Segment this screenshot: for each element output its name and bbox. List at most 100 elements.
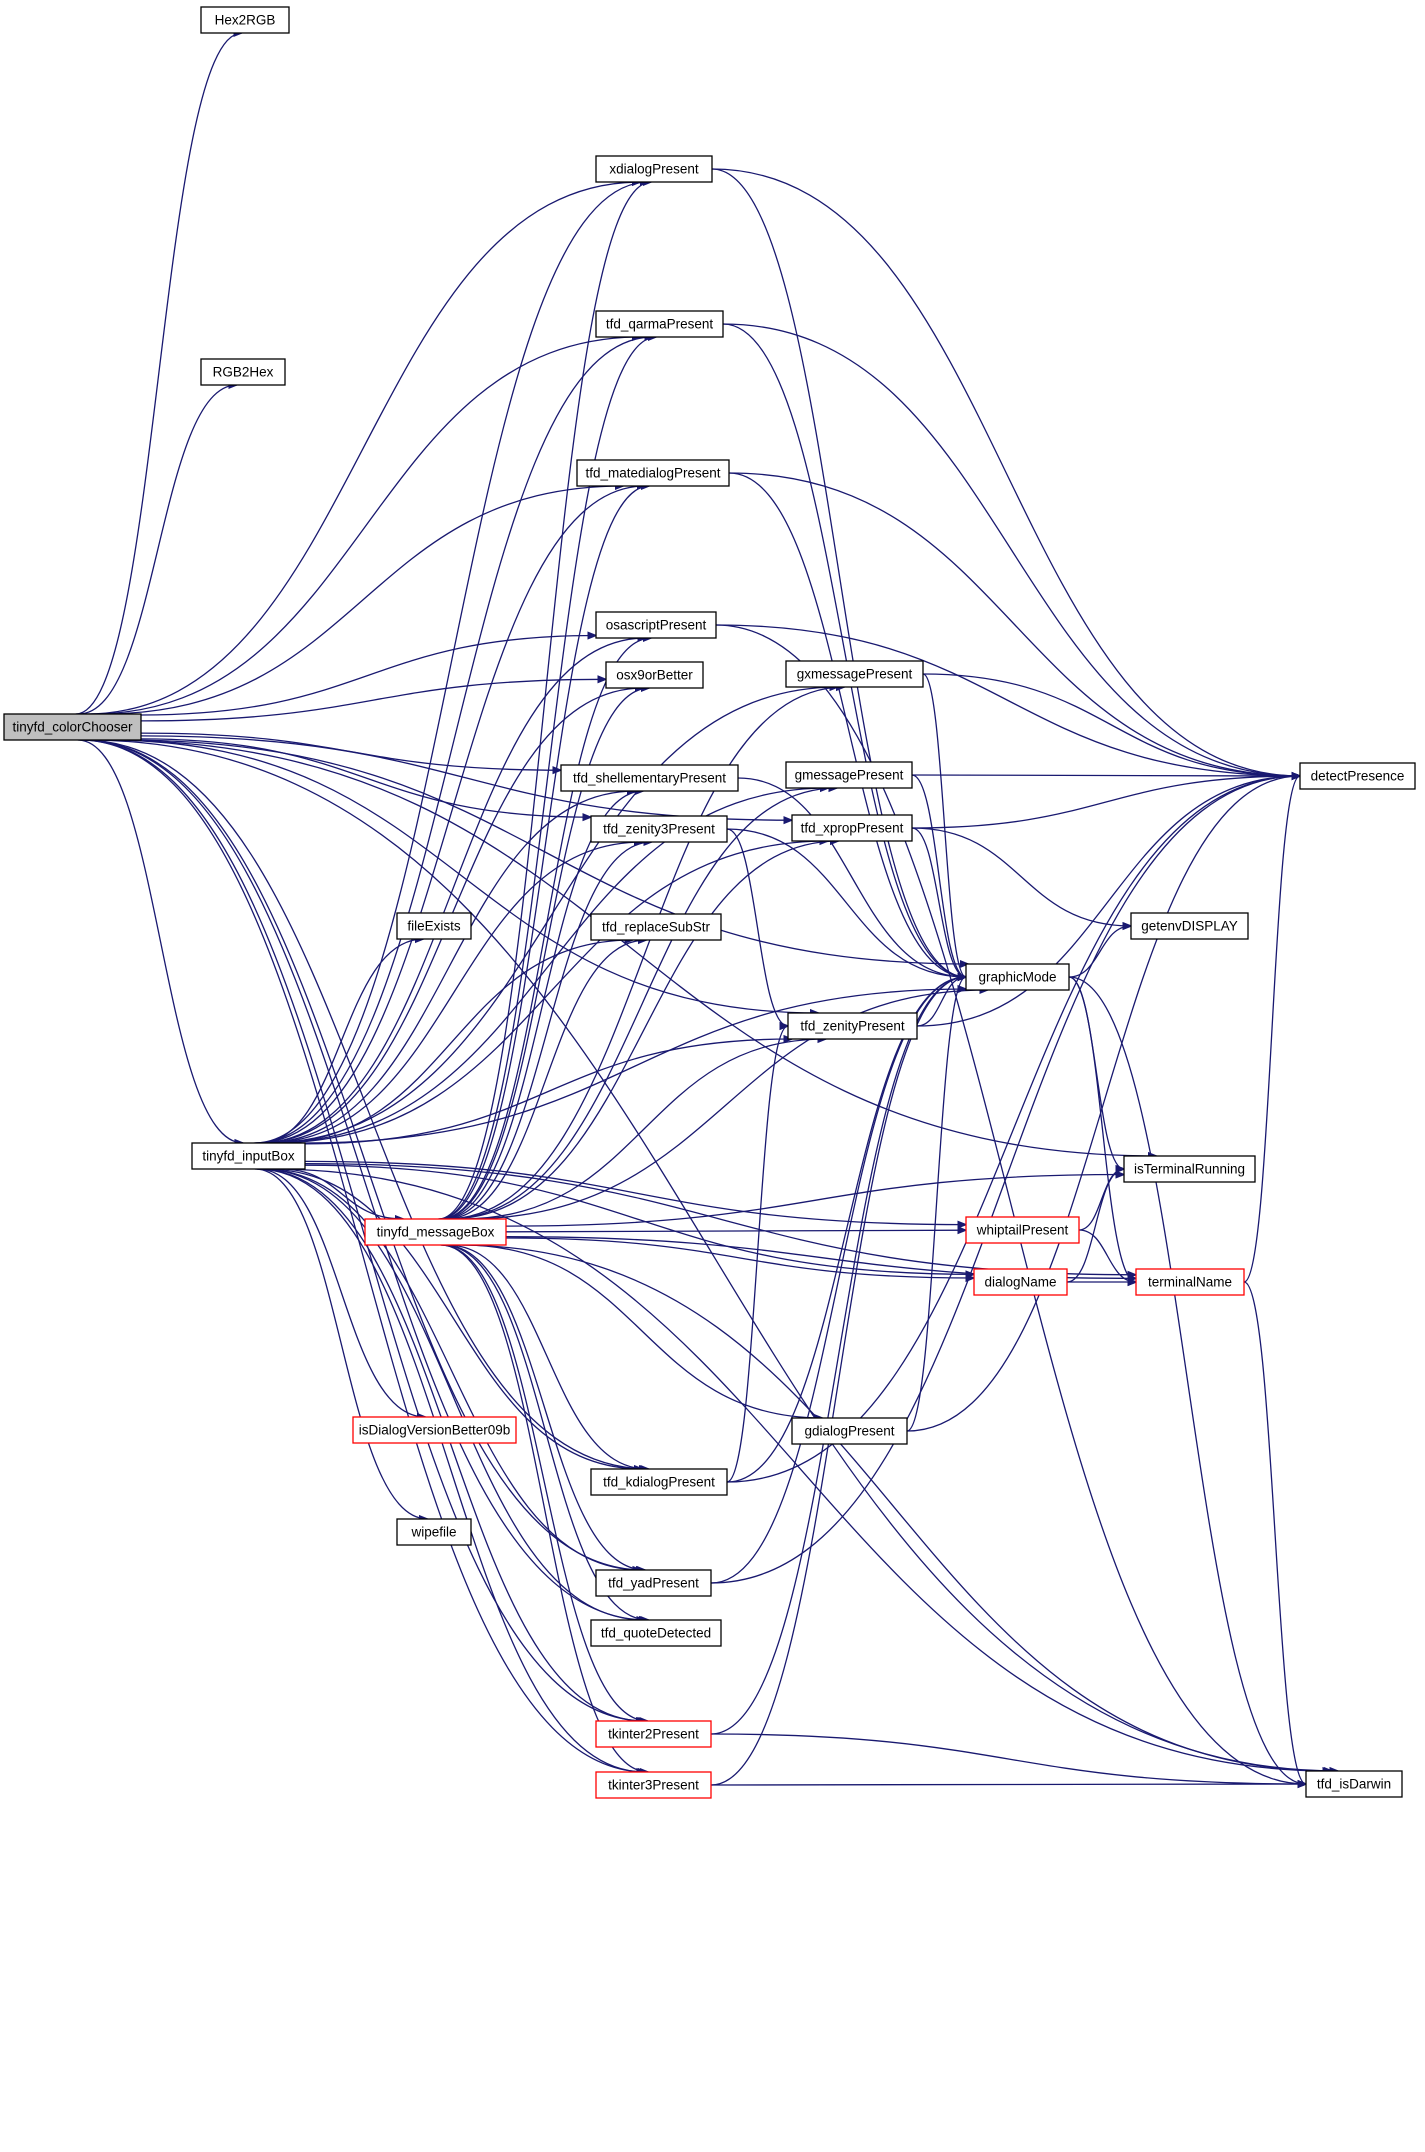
edge-tinyfd_inputBox-to-xdialogPresent — [253, 182, 649, 1144]
edge-graphicMode-to-tfd_isDarwin — [1068, 976, 1306, 1784]
edge-tfd_shellementaryPresent-to-graphicMode — [737, 777, 966, 977]
edge-tfd_kdialogPresent-to-tfd_zenityPresent — [726, 1026, 788, 1483]
node-box-tfd_replaceSubStr — [590, 913, 722, 941]
node-label-tinyfd_messageBox: tinyfd_messageBox — [377, 1225, 495, 1240]
node-gdialogPresent[interactable]: gdialogPresent — [791, 1417, 908, 1445]
node-box-dialogName — [973, 1268, 1068, 1296]
edge-tinyfd_colorChooser-to-tkinter3Present — [79, 739, 647, 1772]
node-getenvDISPLAY[interactable]: getenvDISPLAY — [1130, 912, 1249, 940]
node-Hex2RGB[interactable]: Hex2RGB — [200, 6, 290, 34]
node-label-gxmessagePresent: gxmessagePresent — [797, 667, 913, 682]
node-box-tfd_quoteDetected — [590, 1619, 722, 1647]
node-label-detectPresence: detectPresence — [1311, 769, 1405, 784]
edge-tinyfd_messageBox-to-isTerminalRunning — [505, 1175, 1124, 1227]
node-whiptailPresent[interactable]: whiptailPresent — [965, 1216, 1080, 1244]
edge-tinyfd_colorChooser-to-osascriptPresent — [140, 636, 596, 716]
node-label-terminalName: terminalName — [1148, 1275, 1232, 1290]
edge-gxmessagePresent-to-graphicMode — [922, 673, 966, 977]
node-wipefile[interactable]: wipefile — [396, 1518, 472, 1546]
node-box-tinyfd_colorChooser — [3, 713, 142, 741]
node-tfd_qarmaPresent[interactable]: tfd_qarmaPresent — [595, 310, 724, 338]
node-label-tfd_zenity3Present: tfd_zenity3Present — [603, 822, 715, 837]
edge-tinyfd_inputBox-to-gmessagePresent — [268, 788, 829, 1144]
node-tinyfd_inputBox[interactable]: tinyfd_inputBox — [191, 1142, 306, 1170]
node-tfd_isDarwin[interactable]: tfd_isDarwin — [1305, 1770, 1403, 1798]
edge-tinyfd_messageBox-to-tfd_quoteDetected — [442, 1244, 649, 1620]
edge-tinyfd_messageBox-to-tfd_xpropPresent — [448, 841, 839, 1220]
node-tfd_zenityPresent[interactable]: tfd_zenityPresent — [787, 1012, 918, 1040]
node-label-tfd_zenityPresent: tfd_zenityPresent — [800, 1019, 905, 1034]
node-detectPresence[interactable]: detectPresence — [1299, 762, 1416, 790]
edge-tinyfd_colorChooser-to-tfd_qarmaPresent — [91, 337, 640, 715]
node-label-tinyfd_colorChooser: tinyfd_colorChooser — [12, 720, 133, 735]
edge-tinyfd_inputBox-to-tkinter2Present — [257, 1168, 645, 1721]
node-box-detectPresence — [1299, 762, 1416, 790]
node-tfd_zenity3Present[interactable]: tfd_zenity3Present — [590, 815, 728, 843]
edge-tfd_yadPresent-to-graphicMode — [710, 977, 966, 1584]
node-box-fileExists — [396, 912, 472, 940]
node-box-RGB2Hex — [200, 358, 286, 386]
node-label-isDialogVersionBetter09b: isDialogVersionBetter09b — [359, 1423, 511, 1438]
node-xdialogPresent[interactable]: xdialogPresent — [595, 155, 713, 183]
edge-tinyfd_colorChooser-to-tfd_isDarwin — [88, 739, 1338, 1771]
edge-tfd_qarmaPresent-to-graphicMode — [722, 323, 966, 977]
edge-tinyfd_inputBox-to-wipefile — [254, 1168, 428, 1519]
node-gmessagePresent[interactable]: gmessagePresent — [785, 761, 913, 789]
node-tinyfd_messageBox[interactable]: tinyfd_messageBox — [364, 1218, 507, 1246]
edge-tinyfd_inputBox-to-gxmessagePresent — [264, 687, 838, 1144]
node-isDialogVersionBetter09b[interactable]: isDialogVersionBetter09b — [352, 1416, 517, 1444]
node-box-isDialogVersionBetter09b — [352, 1416, 517, 1444]
node-box-tfd_kdialogPresent — [590, 1468, 728, 1496]
edges-layer — [75, 33, 1339, 1785]
node-dialogName[interactable]: dialogName — [973, 1268, 1068, 1296]
edge-tkinter2Present-to-tfd_isDarwin — [710, 1733, 1306, 1784]
edge-tinyfd_colorChooser-to-RGB2Hex — [78, 385, 237, 715]
node-tfd_matedialogPresent[interactable]: tfd_matedialogPresent — [576, 459, 730, 487]
node-box-terminalName — [1135, 1268, 1245, 1296]
edge-tinyfd_inputBox-to-tfd_zenityPresent — [304, 1039, 792, 1145]
node-tkinter3Present[interactable]: tkinter3Present — [595, 1771, 712, 1799]
edge-tinyfd_colorChooser-to-tfd_zenityPresent — [106, 739, 818, 1013]
node-fileExists[interactable]: fileExists — [396, 912, 472, 940]
node-tfd_shellementaryPresent[interactable]: tfd_shellementaryPresent — [560, 764, 739, 792]
edge-tinyfd_messageBox-to-tfd_replaceSubStr — [444, 940, 647, 1220]
node-tfd_quoteDetected[interactable]: tfd_quoteDetected — [590, 1619, 722, 1647]
node-tkinter2Present[interactable]: tkinter2Present — [595, 1720, 712, 1748]
node-tinyfd_colorChooser[interactable]: tinyfd_colorChooser — [3, 713, 142, 741]
node-label-tfd_replaceSubStr: tfd_replaceSubStr — [602, 920, 711, 935]
node-osx9orBetter[interactable]: osx9orBetter — [605, 661, 704, 689]
node-label-tfd_matedialogPresent: tfd_matedialogPresent — [585, 466, 720, 481]
edge-gdialogPresent-to-detectPresence — [906, 776, 1300, 1432]
node-tfd_kdialogPresent[interactable]: tfd_kdialogPresent — [590, 1468, 728, 1496]
node-tfd_replaceSubStr[interactable]: tfd_replaceSubStr — [590, 913, 722, 941]
node-box-tfd_zenity3Present — [590, 815, 728, 843]
node-gxmessagePresent[interactable]: gxmessagePresent — [785, 660, 924, 688]
node-graphicMode[interactable]: graphicMode — [965, 963, 1070, 991]
edge-gdialogPresent-to-graphicMode — [906, 977, 966, 1432]
edge-tinyfd_messageBox-to-tfd_yadPresent — [443, 1244, 646, 1570]
edge-whiptailPresent-to-isTerminalRunning — [1078, 1169, 1124, 1231]
edge-tinyfd_inputBox-to-tfd_xpropPresent — [272, 841, 828, 1144]
node-box-gxmessagePresent — [785, 660, 924, 688]
edge-tfd_zenity3Present-to-tfd_zenityPresent — [726, 828, 788, 1026]
node-box-gdialogPresent — [791, 1417, 908, 1445]
node-label-graphicMode: graphicMode — [978, 970, 1056, 985]
node-label-gmessagePresent: gmessagePresent — [795, 768, 904, 783]
node-label-tfd_quoteDetected: tfd_quoteDetected — [601, 1626, 711, 1641]
node-terminalName[interactable]: terminalName — [1135, 1268, 1245, 1296]
node-box-tkinter3Present — [595, 1771, 712, 1799]
edge-tinyfd_inputBox-to-osascriptPresent — [258, 638, 647, 1144]
node-tfd_yadPresent[interactable]: tfd_yadPresent — [595, 1569, 712, 1597]
node-box-tfd_matedialogPresent — [576, 459, 730, 487]
edge-tkinter2Present-to-graphicMode — [710, 977, 966, 1735]
node-RGB2Hex[interactable]: RGB2Hex — [200, 358, 286, 386]
node-tfd_xpropPresent[interactable]: tfd_xpropPresent — [791, 814, 913, 842]
node-osascriptPresent[interactable]: osascriptPresent — [595, 611, 717, 639]
edge-tfd_xpropPresent-to-detectPresence — [911, 776, 1300, 829]
edge-tinyfd_colorChooser-to-tfd_zenity3Present — [140, 738, 591, 817]
node-label-tfd_yadPresent: tfd_yadPresent — [608, 1576, 699, 1591]
node-isTerminalRunning[interactable]: isTerminalRunning — [1123, 1155, 1256, 1183]
edge-tinyfd_colorChooser-to-osx9orBetter — [140, 679, 606, 722]
edge-graphicMode-to-getenvDISPLAY — [1068, 926, 1131, 978]
edge-tinyfd_inputBox-to-tfd_yadPresent — [260, 1168, 641, 1570]
